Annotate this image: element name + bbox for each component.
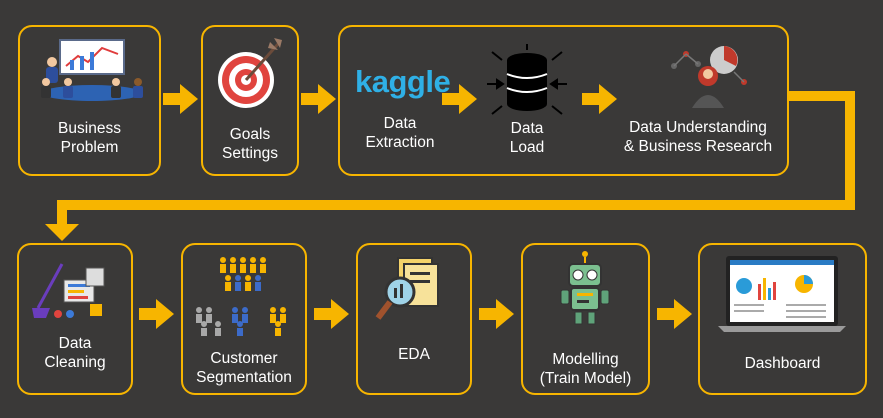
flow-arrow-6 — [314, 299, 349, 329]
flow-arrow-2 — [301, 84, 336, 114]
step-label-eda: EDA — [398, 346, 430, 363]
cleaning-icon — [32, 263, 105, 318]
step-label-data-understanding: Data Understanding & Business Research — [623, 119, 773, 155]
step-label-data-cleaning: Data Cleaning — [44, 335, 106, 371]
step-label-modelling: Modelling (Train Model) — [539, 351, 632, 387]
step-box-eda — [356, 243, 472, 395]
flow-arrow-5 — [139, 299, 174, 329]
business-meeting-icon — [41, 39, 143, 101]
analytics-person-icon — [671, 46, 747, 108]
laptop-dashboard-icon — [718, 256, 846, 332]
flow-arrow-3 — [442, 84, 477, 114]
flow-arrow-8 — [657, 299, 692, 329]
step-box-modelling — [521, 243, 650, 395]
step-label-goals-settings: Goals Settings — [221, 126, 278, 162]
kaggle-logo: kaggle — [355, 64, 451, 99]
flow-arrow-7 — [479, 299, 514, 329]
step-box-dashboard — [698, 243, 867, 395]
step-label-customer-segmentation: Customer Segmentation — [196, 350, 292, 386]
flow-arrow-4 — [582, 84, 617, 114]
step-label-data-load: Data Load — [509, 120, 545, 156]
database-icon — [487, 44, 567, 115]
step-label-business-problem: Business Problem — [58, 120, 121, 156]
magnifier-documents-icon — [375, 257, 439, 320]
people-segments-icon — [196, 257, 286, 336]
step-label-dashboard: Dashboard — [744, 355, 821, 372]
flow-arrow-1 — [163, 84, 198, 114]
robot-icon — [560, 251, 610, 325]
step-box-customer-segmentation — [181, 243, 307, 395]
step-label-data-extraction: Data Extraction — [365, 115, 435, 151]
target-icon — [218, 38, 282, 108]
step-box-data-cleaning — [17, 243, 133, 395]
